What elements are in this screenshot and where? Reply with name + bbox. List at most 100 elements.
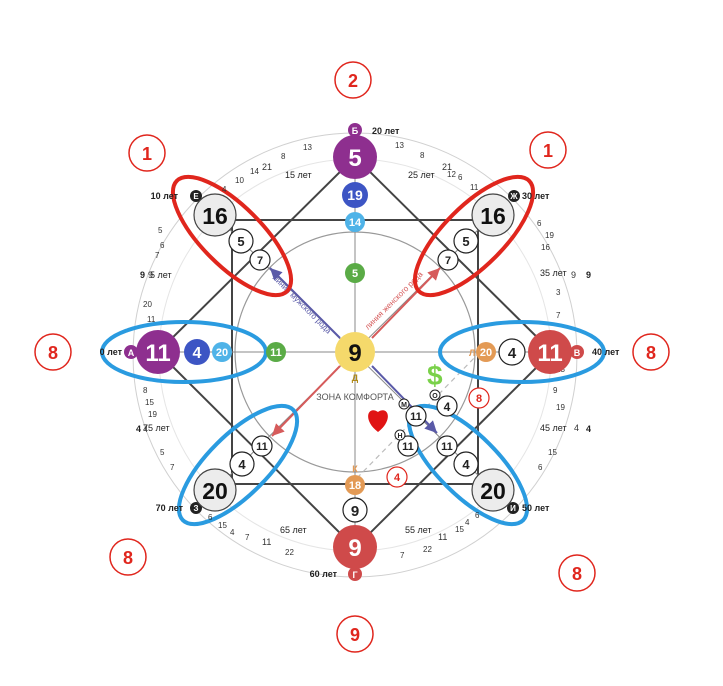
age-45: 45 лет [540, 423, 567, 433]
svg-text:20: 20 [216, 347, 228, 359]
center-point: 9 Д [335, 332, 375, 383]
ring-side-four-left: 4 [136, 424, 141, 434]
svg-text:20: 20 [202, 478, 228, 504]
point-i-letter-badge [507, 502, 519, 514]
svg-text:19: 19 [347, 187, 363, 203]
svg-text:14: 14 [250, 167, 259, 176]
svg-text:8: 8 [281, 152, 286, 161]
point-g-letter-badge [348, 567, 362, 581]
red-eight-badge: 8 [468, 387, 490, 409]
point-g-small [345, 475, 365, 495]
svg-text:21: 21 [262, 162, 272, 172]
age-65: 65 лет [280, 525, 307, 535]
svg-text:5: 5 [352, 268, 358, 280]
ring-side-nine-left: 9 [140, 270, 145, 280]
svg-text:8: 8 [420, 151, 425, 160]
svg-text:15: 15 [145, 398, 154, 407]
svg-text:6: 6 [160, 241, 165, 250]
svg-text:Б: Б [352, 126, 359, 136]
svg-text:Г: Г [352, 570, 357, 580]
svg-text:5: 5 [348, 145, 361, 172]
svg-text:Н: Н [397, 433, 402, 440]
point-a: А 11 4 20 11 [124, 330, 286, 374]
age-15: 15 лет [285, 170, 312, 180]
ring-side-four-right: 4 [586, 424, 591, 434]
age-label-zh: 30 лет [522, 191, 550, 201]
age-label-b: 20 лет [372, 126, 400, 136]
svg-text:4: 4 [143, 424, 148, 434]
svg-text:8: 8 [646, 343, 656, 363]
point-zh-big [471, 193, 515, 237]
svg-text:4: 4 [444, 400, 451, 414]
svg-text:11: 11 [537, 340, 562, 367]
svg-text:9: 9 [571, 270, 576, 280]
svg-text:8: 8 [123, 548, 133, 568]
point-i-small [436, 435, 458, 457]
point-z-letter-badge [190, 502, 202, 514]
svg-text:6: 6 [538, 463, 543, 472]
age-label-v: 40 лет [592, 347, 620, 357]
ring-values-left-lower: 8 15 19 4 5 7 [143, 386, 175, 472]
point-z-small [251, 435, 273, 457]
point-zh-letter-badge [508, 190, 520, 202]
point-e-small [249, 249, 271, 271]
svg-text:21: 21 [442, 162, 452, 172]
point-v-letter-badge [570, 345, 584, 359]
point-v: В 11 4 20 Л [469, 330, 584, 374]
svg-text:6: 6 [458, 173, 463, 182]
ring-values-top-left: 21 8 13 10 4 14 [222, 143, 312, 194]
svg-text:4: 4 [222, 185, 227, 194]
svg-text:11: 11 [410, 411, 422, 423]
age-label-e: 10 лет [151, 191, 179, 201]
svg-text:А: А [128, 348, 135, 358]
svg-text:6: 6 [208, 513, 213, 522]
age-label-g: 60 лет [310, 569, 338, 579]
svg-text:13: 13 [303, 143, 312, 152]
svg-text:8: 8 [572, 564, 582, 584]
svg-text:6: 6 [537, 219, 542, 228]
svg-text:19: 19 [148, 410, 157, 419]
point-a-small [212, 342, 232, 362]
svg-text:8: 8 [48, 343, 58, 363]
point-v-big [528, 330, 572, 374]
svg-text:18: 18 [349, 480, 361, 492]
svg-text:20: 20 [480, 478, 506, 504]
outer-label-left: 8 [34, 333, 72, 371]
svg-text:4: 4 [465, 518, 470, 527]
point-b-inner [345, 263, 365, 283]
svg-text:О: О [432, 393, 438, 400]
svg-text:3: 3 [556, 288, 561, 297]
highlight-top-right [412, 174, 536, 298]
svg-text:В: В [574, 348, 581, 358]
age-25: 25 лет [408, 170, 435, 180]
point-z: З 20 4 11 [190, 435, 273, 514]
svg-text:19: 19 [545, 231, 554, 240]
highlight-top-left [170, 174, 294, 298]
svg-text:11: 11 [402, 441, 414, 453]
age-label-a: 0 лет [100, 347, 123, 357]
svg-text:М: М [401, 402, 407, 409]
svg-text:11: 11 [147, 315, 156, 324]
svg-text:6: 6 [475, 511, 480, 520]
svg-text:15: 15 [455, 525, 464, 534]
outer-label-top: 2 [334, 61, 372, 99]
point-n: 11 Н [394, 429, 419, 457]
male-line-arrow [269, 267, 341, 339]
point-l-letter: Л [469, 348, 475, 358]
svg-text:9: 9 [348, 340, 361, 367]
svg-text:1: 1 [543, 141, 553, 161]
svg-text:4: 4 [508, 345, 517, 362]
point-b-letter-badge [348, 123, 362, 137]
point-g-big [333, 525, 377, 569]
highlight-bottom-left [176, 403, 300, 527]
svg-text:11: 11 [145, 340, 170, 367]
svg-text:4: 4 [230, 528, 235, 537]
svg-text:5: 5 [462, 234, 469, 249]
point-a-mid [184, 339, 210, 365]
point-b: Б 5 19 14 5 [333, 123, 377, 283]
point-zh-mid [453, 228, 479, 254]
point-g: Г 9 9 18 К [333, 464, 377, 581]
svg-text:7: 7 [245, 533, 250, 542]
svg-text:7: 7 [400, 551, 405, 560]
